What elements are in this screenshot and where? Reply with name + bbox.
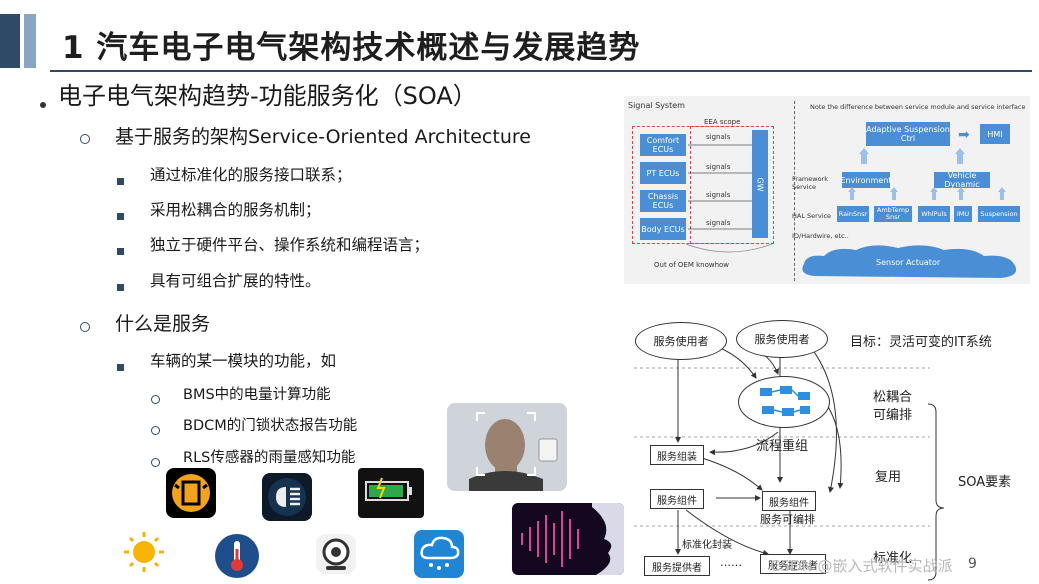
orchestrate-label: 可编排: [873, 408, 913, 423]
hal-box: WhlPuls: [918, 206, 950, 222]
signals-label: signals: [706, 133, 731, 141]
orchestrable-label: 服务可编排: [760, 513, 815, 526]
bullet-marker: [117, 205, 124, 224]
std-pack-label: 标准化封装: [682, 540, 732, 551]
bullet-marker: [151, 452, 160, 471]
bullet-l1: 电子电气架构趋势-功能服务化（SOA）: [58, 82, 477, 110]
bullet-marker: [80, 129, 90, 148]
signal-diagram-title: Signal System: [628, 101, 685, 110]
sec2-title: 什么是服务: [115, 313, 211, 335]
service-user-node: 服务使用者: [736, 320, 828, 358]
bullet-marker: [80, 317, 90, 336]
arrow-right-icon: ➡: [958, 127, 970, 143]
service-component-box: 服务组件: [762, 491, 816, 511]
list-item: 车辆的某一模块的功能，如: [150, 352, 337, 370]
section-divider: [794, 101, 795, 281]
gateway-label: GW: [755, 176, 765, 192]
bullet-marker: [117, 276, 124, 295]
ecu-box: PT ECUs: [640, 162, 686, 184]
sensor-actuator-cloud: [802, 245, 1017, 278]
signal-system-diagram: Signal System Note the difference betwee…: [624, 96, 1030, 284]
service-user-node: 服务使用者: [635, 322, 727, 360]
sub-item: BMS中的电量计算功能: [183, 387, 331, 403]
adaptive-suspension-box: Adaptive Suspension Ctrl: [866, 122, 950, 146]
framework-arrows: [848, 148, 1006, 200]
header-accent-bar-light: [24, 14, 36, 68]
framework-service-label: Framework Service: [792, 175, 828, 191]
signals-label: signals: [706, 219, 731, 227]
oem-brace: [685, 243, 773, 253]
service-assemble-box: 服务组装: [650, 445, 704, 465]
process-reorg-label: 流程重组: [756, 439, 809, 454]
io-hardwire-label: IO/Hardwire, etc..: [792, 232, 849, 240]
bullet-marker: [151, 420, 160, 439]
reuse-label: 复用: [875, 470, 902, 485]
ecu-box: Comfort ECUs: [640, 134, 686, 156]
gateway-box: GW: [752, 130, 768, 238]
battery-icon: [358, 468, 424, 518]
car-door-icon: [166, 468, 216, 518]
hal-box: IMU: [954, 206, 972, 222]
sec1-title: 基于服务的架构Service-Oriented Architecture: [115, 126, 531, 148]
list-item: 具有可组合扩展的特性。: [150, 272, 321, 290]
sub-item: BDCM的门锁状态报告功能: [183, 418, 358, 434]
standardize-label: 标准化: [873, 551, 913, 566]
signals-label: signals: [706, 191, 731, 199]
list-item: 独立于硬件平台、操作系统和编程语言；: [150, 236, 430, 254]
ellipsis-label: ……: [720, 556, 742, 569]
signal-diagram-note: Note the difference between service modu…: [810, 103, 1026, 111]
list-item: 通过标准化的服务接口联系；: [150, 166, 352, 184]
header-divider: [50, 70, 1032, 72]
signals-label: signals: [706, 163, 731, 171]
header-accent-bar: [0, 14, 20, 68]
soa-connectors: [634, 343, 945, 581]
signals-frame: [690, 126, 774, 244]
face-recognition-icon: [447, 403, 567, 491]
signal-arrows: [688, 144, 752, 230]
bullet-marker: [117, 356, 124, 375]
loose-coupling-label: 松耦合: [873, 390, 913, 405]
bullet-marker: [151, 389, 160, 408]
environment-box: Environment: [840, 172, 892, 188]
watermark: CSDN @嵌入式软件实战派: [770, 557, 953, 575]
goal-label: 目标：灵活可变的IT系统: [850, 335, 992, 350]
hal-box: AmbTemp Snsr: [874, 206, 912, 222]
process-cloud-node: [738, 376, 830, 428]
page-title: 1 汽车电子电气架构技术概述与发展趋势: [62, 30, 641, 66]
sensor-actuator-label: Sensor Actuator: [876, 258, 941, 267]
page-number: 9: [968, 556, 977, 572]
bullet-marker: [40, 93, 46, 112]
bullet-marker: [117, 240, 124, 259]
service-component-box: 服务组件: [650, 489, 704, 509]
camera-icon: [312, 530, 360, 578]
out-of-oem-label: Out of OEM knowhow: [654, 261, 730, 269]
list-item: 采用松耦合的服务机制；: [150, 201, 321, 219]
soa-elements-label: SOA要素: [958, 475, 1012, 490]
sub-item: RLS传感器的雨量感知功能: [183, 450, 356, 466]
eea-scope-label: EEA scope: [704, 118, 741, 126]
hal-box: RainSnsr: [837, 206, 869, 222]
thermometer-icon: [214, 533, 260, 579]
hal-box: Suspension: [978, 206, 1020, 222]
hmi-box: HMI: [980, 124, 1010, 144]
ecu-box: Chassis ECUs: [640, 190, 686, 212]
bullet-marker: [117, 170, 124, 189]
ecu-box: Body ECUs: [640, 218, 686, 240]
hal-service-label: HAL Service: [792, 212, 832, 220]
service-provider-box: 服务提供者: [760, 554, 826, 574]
service-provider-box: 服务提供者: [644, 556, 710, 576]
workflow-icon: [760, 386, 810, 416]
vehicle-dynamic-box: Vehicle Dynamic: [934, 171, 990, 189]
sun-icon: [122, 530, 166, 574]
headlight-icon: [262, 473, 312, 521]
voice-wave-icon: [512, 503, 624, 575]
soa-diagram: 服务使用者 服务使用者 目标：灵活可变的IT系统 松耦合 可编排 流程重组 服务…: [630, 314, 1030, 582]
rain-cloud-icon: [414, 530, 464, 578]
